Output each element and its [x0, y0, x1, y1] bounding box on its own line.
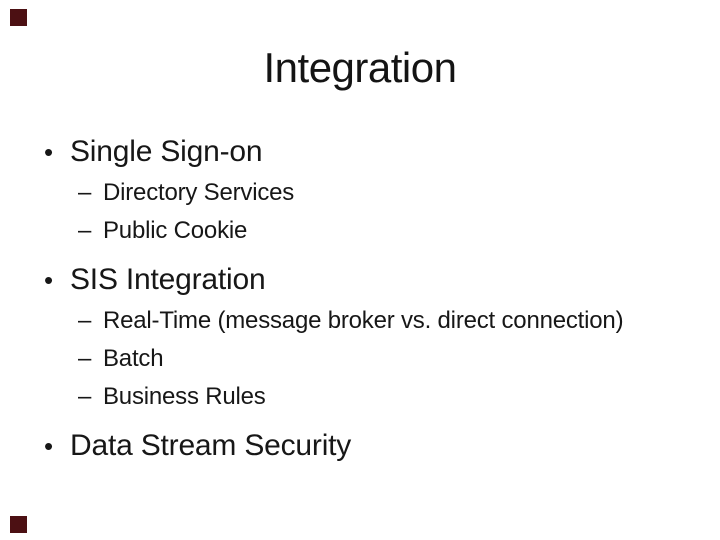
bullet-text: SIS Integration [70, 263, 266, 296]
dash-icon: – [78, 179, 92, 206]
dash-icon: – [78, 345, 92, 372]
bullet-text: Data Stream Security [70, 429, 352, 462]
dash-icon: – [78, 307, 92, 334]
sub-bullet-text: Real-Time (message broker vs. direct con… [103, 307, 624, 334]
sub-bullet-item: – Batch [78, 340, 704, 378]
sub-bullet-text: Directory Services [103, 179, 295, 206]
bullet-dot-icon: • [44, 137, 53, 167]
bullet-item: • Single Sign-on [44, 130, 704, 174]
sub-bullet-text: Business Rules [103, 383, 266, 410]
sub-bullet-item: – Directory Services [78, 174, 704, 212]
sub-bullet-text: Public Cookie [103, 217, 248, 244]
sub-bullet-item: – Real-Time (message broker vs. direct c… [78, 302, 704, 340]
sub-bullet-item: – Public Cookie [78, 212, 704, 250]
slide-body: • Single Sign-on – Directory Services – … [44, 122, 704, 468]
dash-icon: – [78, 217, 92, 244]
sub-bullet-item: – Business Rules [78, 378, 704, 416]
corner-accent-bottom-square [10, 516, 27, 533]
bullet-item: • Data Stream Security [44, 424, 704, 468]
slide-title: Integration [263, 44, 457, 91]
bullet-dot-icon: • [44, 265, 53, 295]
sub-bullet-text: Batch [103, 345, 164, 372]
bullet-item: • SIS Integration [44, 258, 704, 302]
corner-accent-top-square [10, 9, 27, 26]
bullet-dot-icon: • [44, 431, 53, 461]
bullet-text: Single Sign-on [70, 135, 263, 168]
dash-icon: – [78, 383, 92, 410]
